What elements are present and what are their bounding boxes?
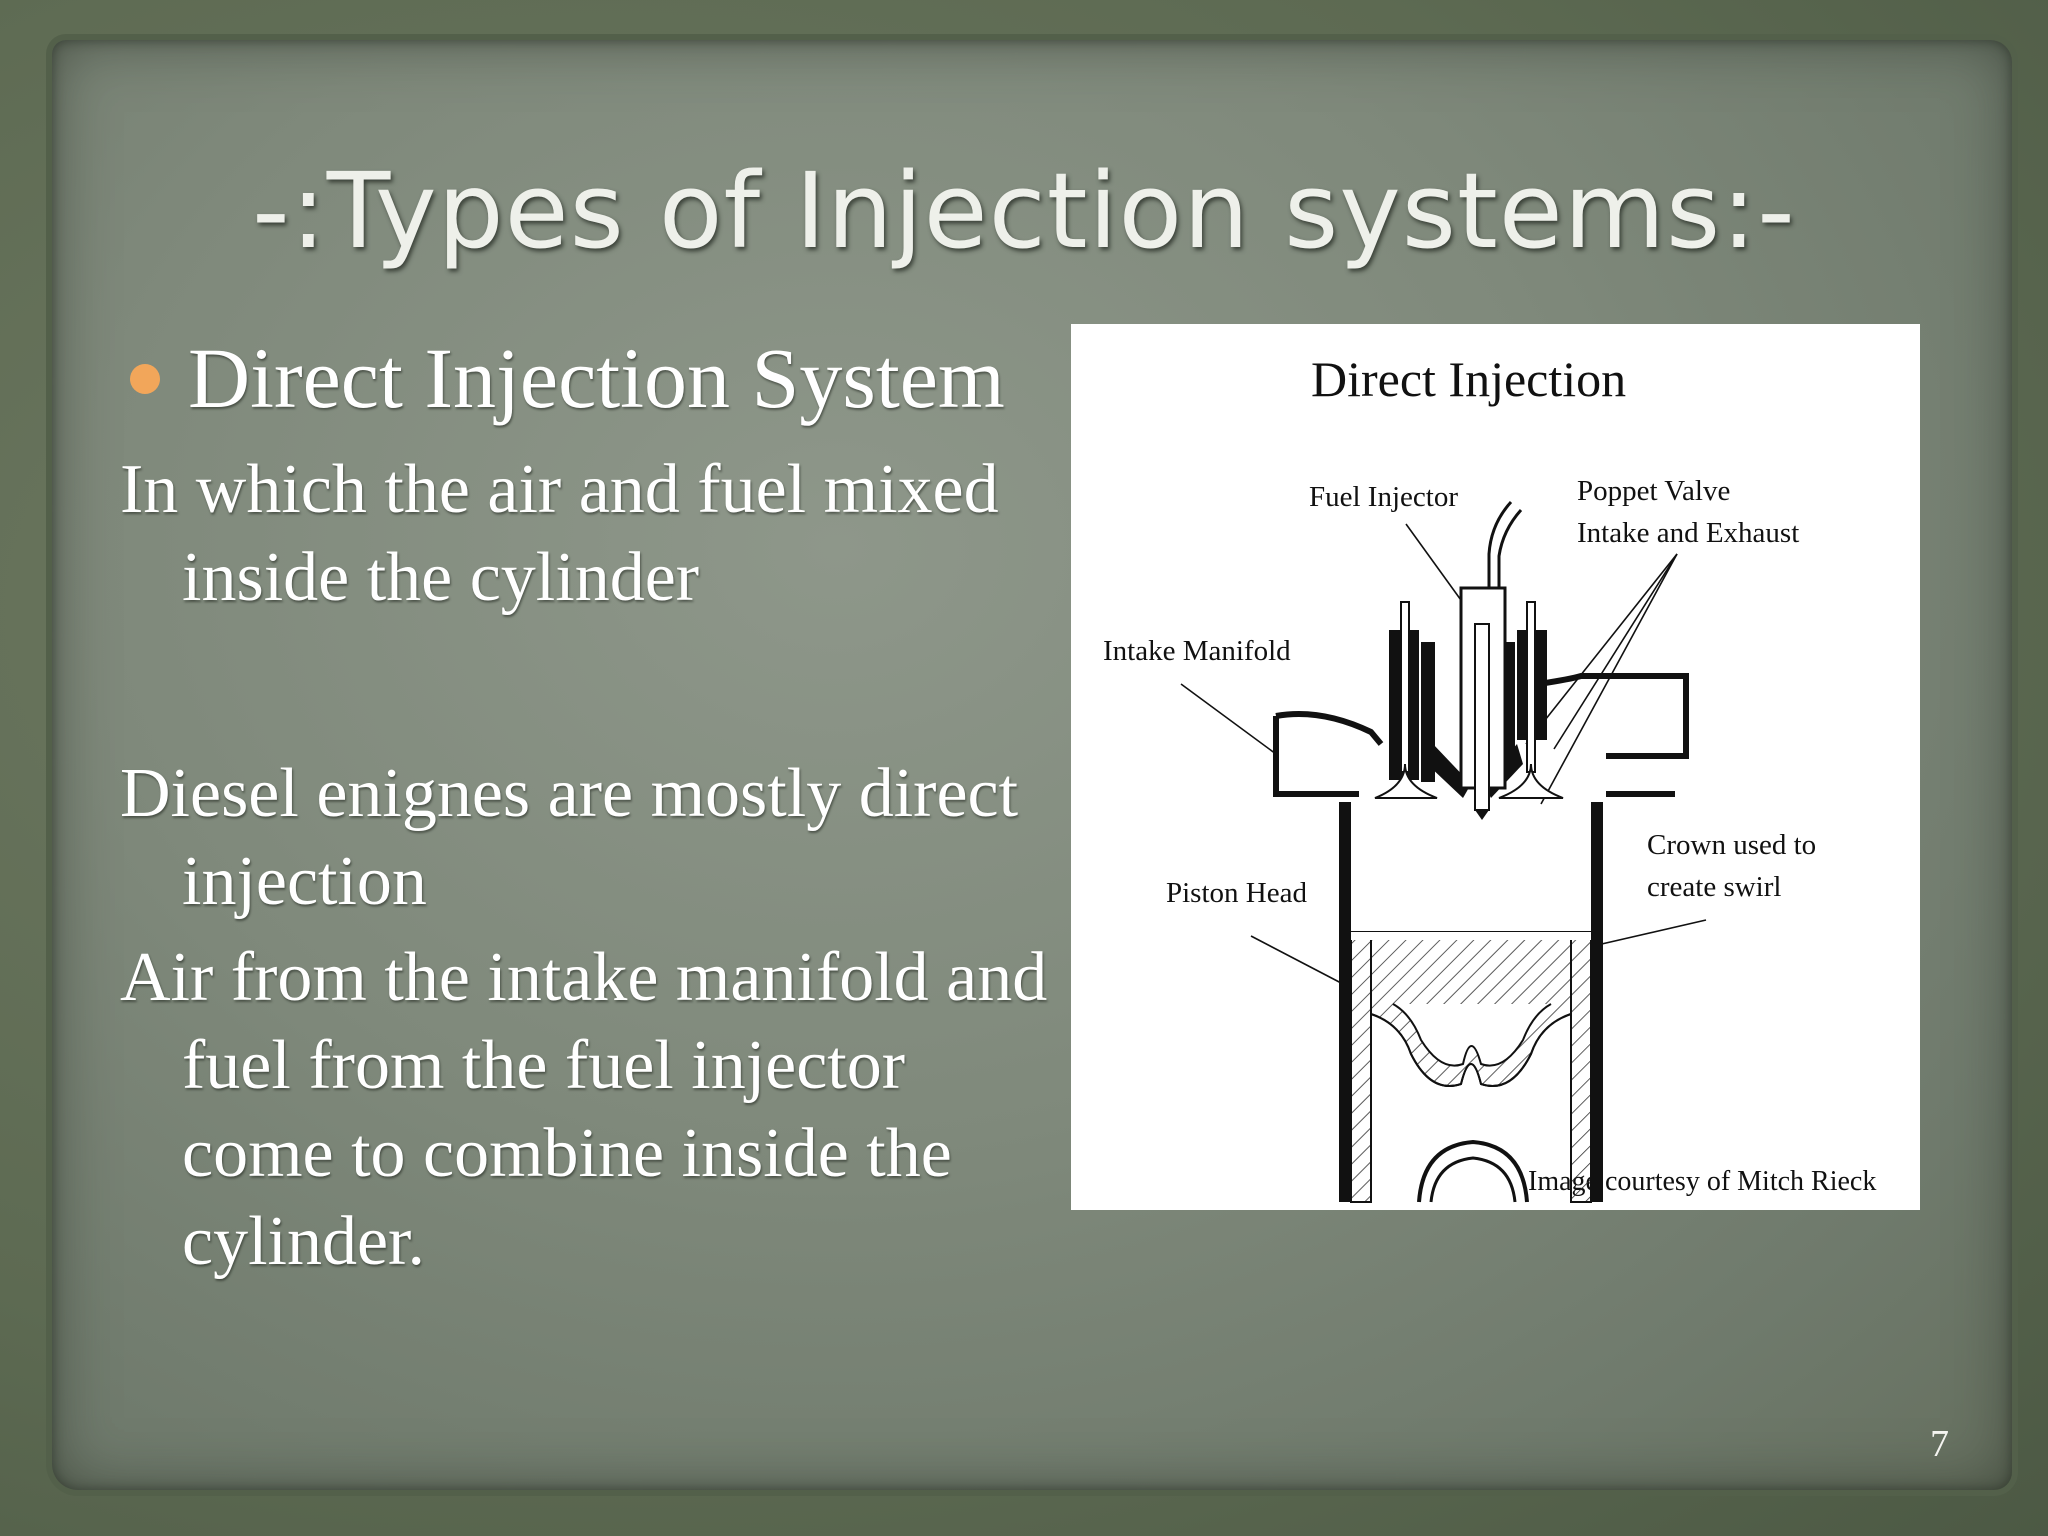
- paragraph-2: Diesel enignes are mostly direct injecti…: [120, 755, 1019, 920]
- label-poppet-valve: Poppet Valve: [1577, 475, 1730, 507]
- bullet-item: Direct Injection System: [120, 322, 1060, 434]
- bullet-text: Direct Injection System: [188, 330, 1005, 426]
- slide-body: Direct Injection System In which the air…: [120, 322, 1060, 1286]
- paragraph-3: Air from the intake manifold and fuel fr…: [120, 939, 1048, 1280]
- paragraph-1: In which the air and fuel mixed inside t…: [120, 451, 999, 616]
- label-intake-manifold: Intake Manifold: [1103, 635, 1291, 667]
- label-fuel-injector: Fuel Injector: [1309, 481, 1458, 513]
- slide-title: -:Types of Injection systems:-: [252, 150, 1796, 272]
- direct-injection-diagram: Direct Injection Fuel Injector Poppet Va…: [1071, 324, 1920, 1210]
- label-intake-exhaust: Intake and Exhaust: [1577, 517, 1799, 549]
- diagram-title: Direct Injection: [1311, 351, 1626, 407]
- leader-lines: [1180, 523, 1707, 985]
- label-crown-line1: Crown used to: [1647, 829, 1816, 861]
- slide-number: 7: [1930, 1423, 1949, 1465]
- label-crown-line2: create swirl: [1647, 871, 1781, 903]
- label-piston-head: Piston Head: [1166, 877, 1307, 909]
- bullet-dot-icon: [130, 364, 160, 394]
